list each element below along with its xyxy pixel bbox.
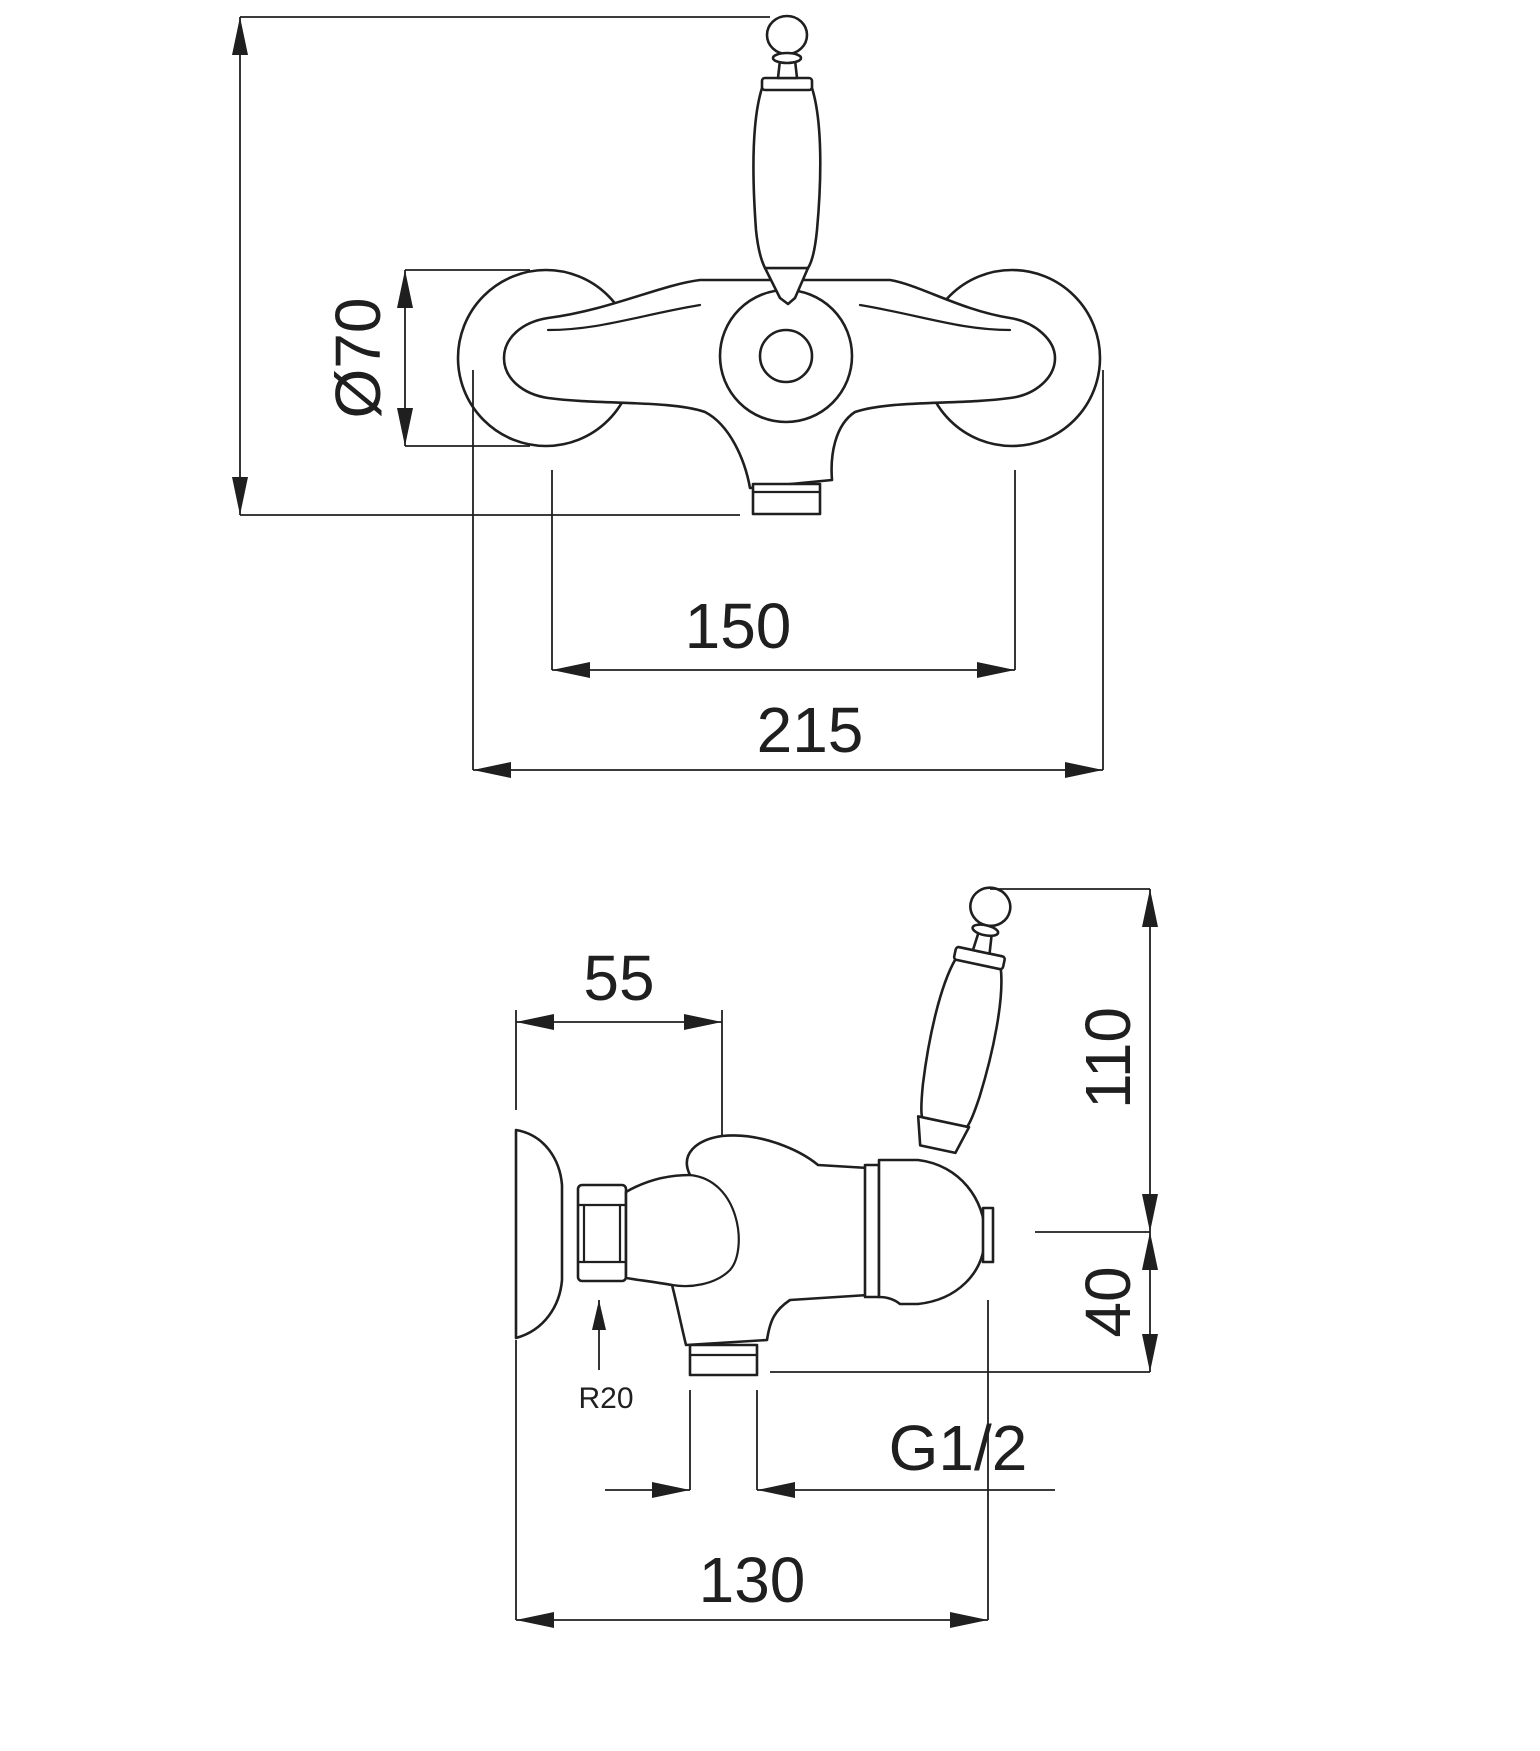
depth-dimension: 55	[515, 942, 723, 1140]
inner-width-dimension: 150	[551, 470, 1016, 678]
mixer-body	[456, 268, 1102, 516]
central-cap	[758, 328, 814, 384]
right-arm-inner	[858, 303, 1012, 332]
thread-label: G1/2	[889, 1412, 1028, 1484]
inner-width-label: 150	[685, 590, 792, 662]
dome-cap-end	[981, 1206, 995, 1264]
depth-label: 55	[583, 942, 654, 1014]
overall-height-dimension	[232, 16, 770, 516]
total-depth-label: 130	[699, 1544, 806, 1616]
side-main-body	[624, 1134, 870, 1347]
handle-height-label: 110	[1072, 1007, 1144, 1109]
hex-nut	[576, 1183, 628, 1283]
body-height-label: 40	[1072, 1266, 1144, 1337]
dome-cap	[877, 1158, 987, 1306]
handle-knob	[765, 14, 809, 56]
total-depth-dimension: 130	[515, 1300, 989, 1628]
side-view: 55	[514, 886, 1158, 1628]
bottom-outlet	[751, 482, 822, 516]
outer-width-dimension: 215	[472, 370, 1104, 778]
height-dimensions: 110 40	[770, 888, 1158, 1373]
front-view: Ø70	[232, 14, 1104, 778]
body-inner-curve	[670, 1173, 740, 1288]
radius-callout: R20	[578, 1300, 634, 1415]
handle-collar	[760, 76, 814, 92]
handle-knob-base	[771, 51, 803, 65]
diameter-dimension: Ø70	[322, 269, 530, 447]
handle-grip	[752, 86, 822, 270]
outer-width-label: 215	[757, 694, 864, 766]
lever-handle	[752, 14, 822, 306]
radius-label: R20	[578, 1382, 633, 1415]
thread-dimension: G1/2	[605, 1390, 1055, 1498]
body-band	[863, 1163, 881, 1299]
diameter-label: Ø70	[322, 298, 394, 419]
side-lever-handle	[916, 886, 1012, 1155]
side-bottom-outlet	[688, 1343, 759, 1377]
left-arm-inner	[546, 303, 702, 332]
side-wall-flange	[514, 1128, 564, 1340]
